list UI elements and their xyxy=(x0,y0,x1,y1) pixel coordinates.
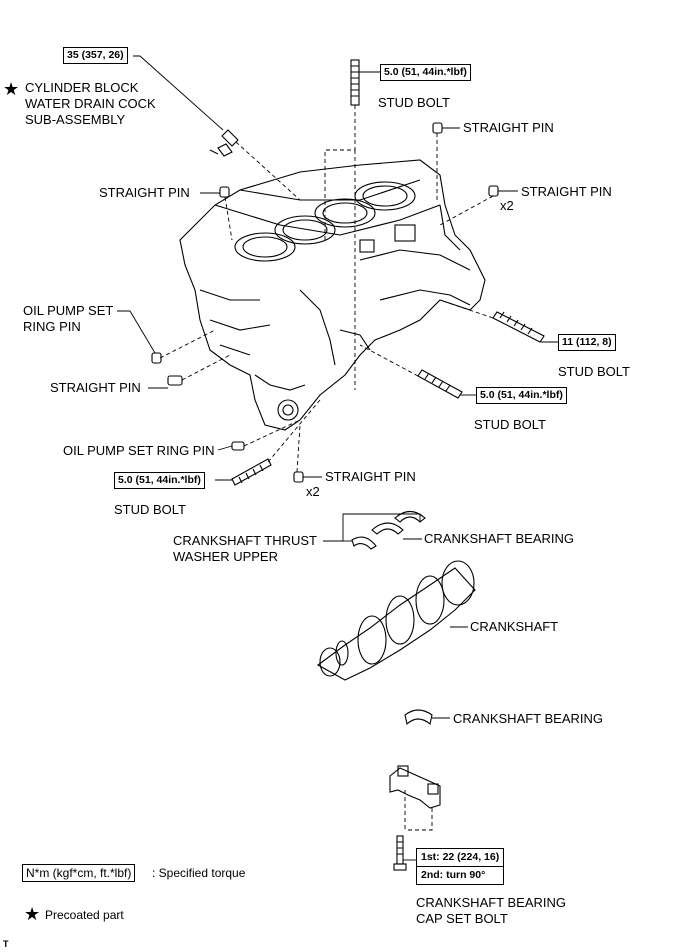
label-x2-right: x2 xyxy=(500,198,514,213)
straight-pin-top-right-part xyxy=(432,122,443,134)
drain-cock-part xyxy=(209,129,239,157)
label-oil-pump-ring-pin-left: OIL PUMP SET RING PIN xyxy=(23,303,114,334)
label-thrust-washer: CRANKSHAFT THRUST WASHER UPPER xyxy=(173,533,317,564)
torque-cap-bolt-box: 1st: 22 (224, 16) 2nd: turn 90° xyxy=(416,848,505,885)
straight-pin-right-part xyxy=(488,185,499,197)
straight-pin-bottom-part xyxy=(293,471,304,483)
label-stud-bolt-right: STUD BOLT xyxy=(558,364,630,379)
label-stud-bolt-top: STUD BOLT xyxy=(378,95,450,110)
crankshaft-bearing-lower-part xyxy=(404,709,433,726)
stud-bolt-mid-part xyxy=(417,369,463,399)
stud-bolt-right-part xyxy=(492,311,545,343)
torque-stud-left-box: 5.0 (51, 44in.*lbf) xyxy=(114,472,205,489)
stud-bolt-left-part xyxy=(231,458,272,486)
corner-mark: T xyxy=(3,939,9,949)
legend-torque-unit-box: N*m (kgf*cm, ft.*lbf) xyxy=(22,864,136,882)
label-straight-pin-bottom: STRAIGHT PIN xyxy=(325,469,416,484)
thrust-washer-part xyxy=(351,536,377,550)
legend-star-icon: ★ xyxy=(24,904,41,924)
torque-drain-cock-box: 35 (357, 26) xyxy=(63,47,128,64)
straight-pin-left-low-part xyxy=(167,375,183,386)
precoated-star-icon: ★ xyxy=(3,79,20,99)
cap-set-bolt-part xyxy=(393,835,407,871)
torque-stud-mid-box: 5.0 (51, 44in.*lbf) xyxy=(476,387,567,404)
label-crankshaft: CRANKSHAFT xyxy=(470,619,559,634)
legend-precoated-text: Precoated part xyxy=(45,908,124,922)
label-straight-pin-right: STRAIGHT PIN xyxy=(521,184,612,199)
label-straight-pin-left: STRAIGHT PIN xyxy=(99,185,190,200)
label-drain-cock: CYLINDER BLOCK WATER DRAIN COCK SUB-ASSE… xyxy=(25,80,156,127)
legend-torque-text: : Specified torque xyxy=(152,866,246,880)
torque-stud-top-box: 5.0 (51, 44in.*lbf) xyxy=(380,64,471,81)
label-oil-pump-ring-pin-low: OIL PUMP SET RING PIN xyxy=(63,443,215,458)
label-stud-bolt-mid: STUD BOLT xyxy=(474,417,546,432)
bearing-cap-part xyxy=(389,765,441,809)
label-crankshaft-bearing-lower: CRANKSHAFT BEARING xyxy=(453,711,604,726)
torque-stud-right-box: 11 (112, 8) xyxy=(558,334,616,351)
straight-pin-left-part xyxy=(219,186,230,198)
crankshaft-bearing-upper-part-b xyxy=(394,510,426,523)
oil-pump-ring-pin-left-part xyxy=(151,352,162,364)
label-stud-bolt-left: STUD BOLT xyxy=(114,502,186,517)
label-straight-pin-top-right: STRAIGHT PIN xyxy=(463,120,554,135)
label-x2-bottom: x2 xyxy=(306,484,320,499)
torque-cap-bolt-1st: 1st: 22 (224, 16) xyxy=(421,851,500,863)
oil-pump-ring-pin-low-part xyxy=(231,441,245,451)
label-crankshaft-bearing-upper: CRANKSHAFT BEARING xyxy=(424,531,575,546)
label-cap-set-bolt: CRANKSHAFT BEARING CAP SET BOLT xyxy=(416,895,567,926)
crankshaft-part xyxy=(316,560,476,681)
crankshaft-bearing-upper-part-a xyxy=(371,522,404,535)
label-straight-pin-left-low: STRAIGHT PIN xyxy=(50,380,141,395)
torque-cap-bolt-2nd: 2nd: turn 90° xyxy=(417,866,504,884)
stud-bolt-top-part xyxy=(350,59,360,106)
